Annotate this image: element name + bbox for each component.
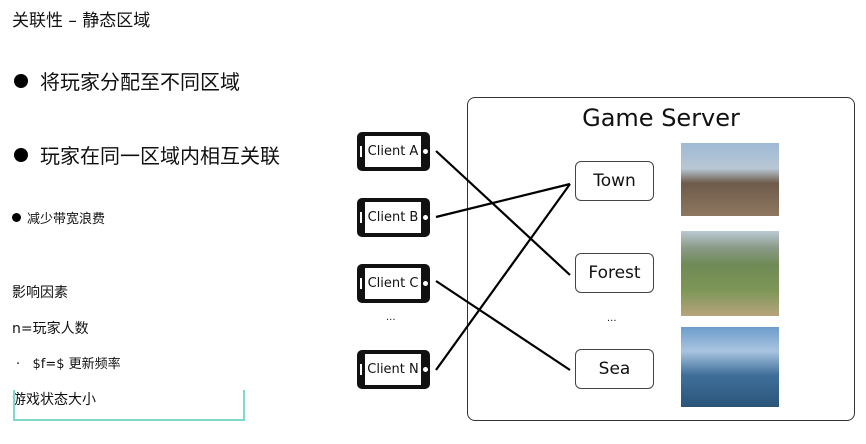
town-image bbox=[681, 143, 779, 216]
factor-item: 游戏状态大小 bbox=[12, 392, 96, 408]
line-n-town bbox=[435, 183, 571, 371]
sub-bullet-text: 减少带宽浪费 bbox=[27, 212, 106, 227]
line-c-sea bbox=[435, 280, 571, 371]
forest-image bbox=[681, 231, 779, 316]
factor-item: n=玩家人数 bbox=[12, 321, 89, 337]
client-n: Client N bbox=[357, 350, 430, 389]
bullet-text: 玩家在同一区域内相互关联 bbox=[40, 144, 280, 168]
sub-bullet: 减少带宽浪费 bbox=[12, 208, 105, 227]
client-label: Client N bbox=[365, 354, 421, 385]
zone-sea: Sea bbox=[575, 349, 654, 389]
zone-town: Town bbox=[575, 161, 654, 201]
bullet-1: 将玩家分配至不同区域 bbox=[14, 66, 240, 95]
game-server-box bbox=[467, 97, 855, 421]
client-c: Client C bbox=[357, 264, 430, 303]
bullet-2: 玩家在同一区域内相互关联 bbox=[14, 140, 280, 169]
bullet-dot-icon bbox=[14, 148, 28, 162]
factors-heading: 影响因素 bbox=[12, 285, 68, 301]
sea-image bbox=[681, 327, 779, 407]
line-a-forest bbox=[435, 150, 571, 276]
slide-title: 关联性 – 静态区域 bbox=[12, 11, 151, 31]
bullet-text: 将玩家分配至不同区域 bbox=[40, 70, 240, 94]
bullet-dot-icon bbox=[14, 74, 28, 88]
zone-ellipsis: ... bbox=[607, 313, 617, 324]
client-ellipsis: ... bbox=[386, 312, 396, 323]
bullet-dot-icon bbox=[12, 213, 21, 222]
zone-forest: Forest bbox=[575, 253, 654, 293]
client-label: Client A bbox=[365, 136, 421, 167]
client-label: Client B bbox=[365, 202, 421, 233]
line-b-town bbox=[435, 182, 571, 219]
server-title: Game Server bbox=[582, 104, 740, 132]
client-b: Client B bbox=[357, 198, 430, 237]
factor-item: · $f=$ 更新频率 bbox=[16, 357, 121, 372]
client-a: Client A bbox=[357, 132, 430, 171]
highlight-bracket bbox=[13, 390, 245, 421]
factor-text: $f=$ 更新频率 bbox=[32, 357, 121, 372]
client-label: Client C bbox=[365, 268, 421, 299]
